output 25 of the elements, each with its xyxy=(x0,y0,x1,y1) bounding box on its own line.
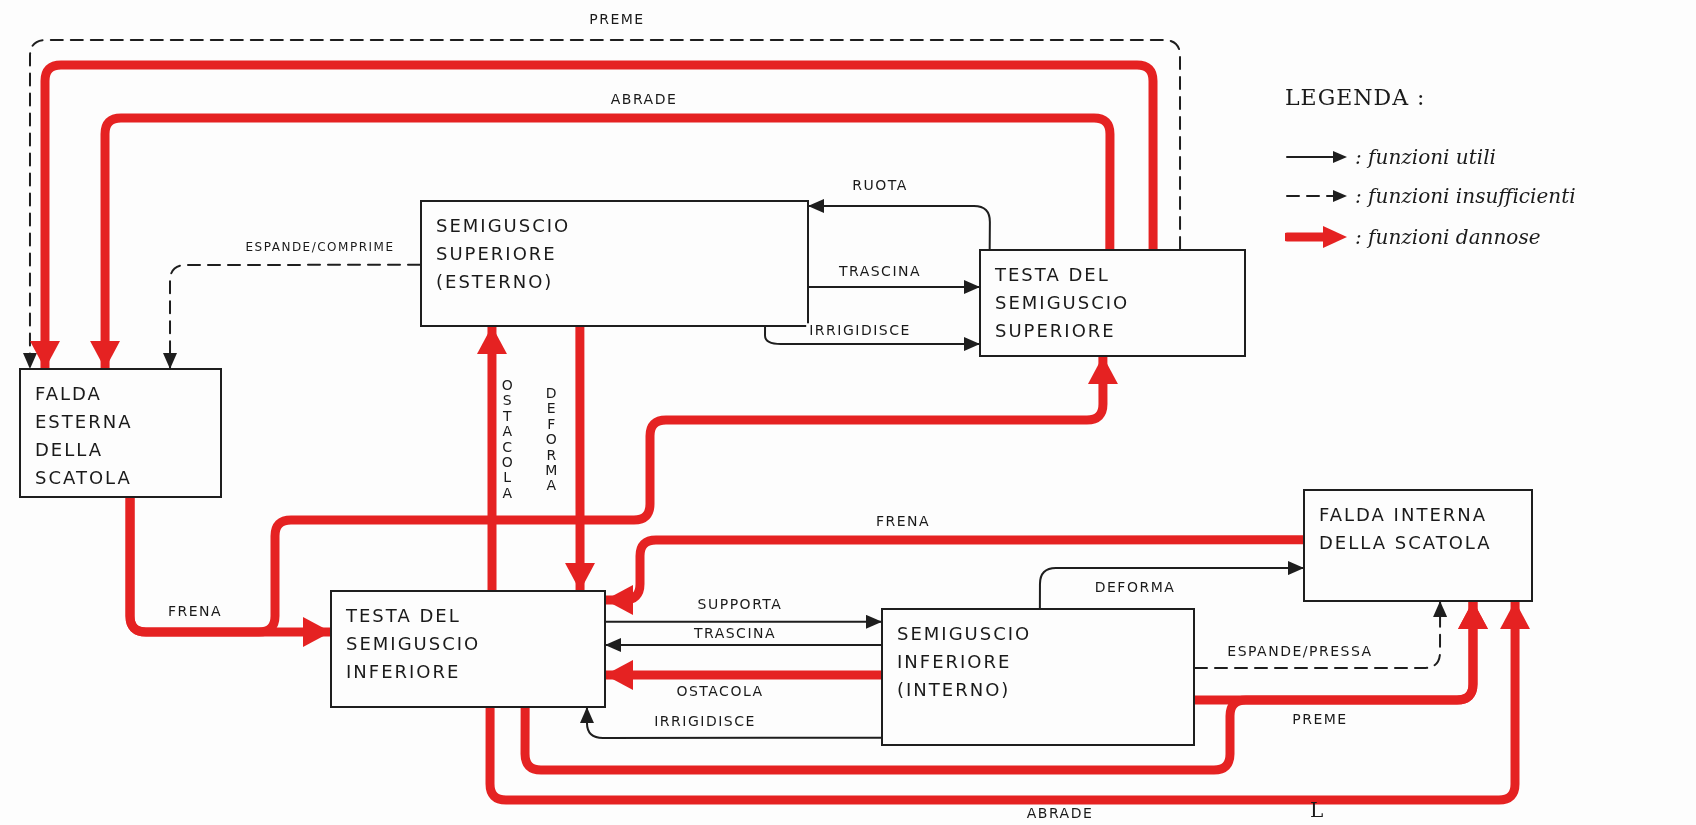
arrow xyxy=(580,707,882,739)
legend-text: : funzioni insufficienti xyxy=(1355,184,1576,208)
component-name: TESTA DEL SEMIGUSCIO INFERIORE xyxy=(346,604,482,684)
component-box xyxy=(881,608,1195,746)
component-box xyxy=(19,368,222,498)
component-box xyxy=(979,249,1246,357)
arrow xyxy=(1038,561,1304,609)
component-box xyxy=(1303,489,1533,602)
component-name: TESTA DEL SEMIGUSCIO SUPERIORE xyxy=(995,263,1131,343)
dashed-arrow xyxy=(1194,601,1448,670)
component-name: SEMIGUSCIO SUPERIORE (ESTERNO) xyxy=(436,214,572,294)
legend-text: : funzioni utili xyxy=(1355,145,1496,169)
arrow xyxy=(605,638,882,652)
legend-title: LEGENDA : xyxy=(1285,85,1426,110)
note-mark: L xyxy=(1310,798,1325,822)
arrow xyxy=(605,614,882,629)
arrow xyxy=(808,198,991,250)
component-box xyxy=(330,590,606,708)
component-name: FALDA INTERNA DELLA SCATOLA xyxy=(1319,503,1493,555)
dashed-arrow xyxy=(163,263,421,369)
arrow xyxy=(808,280,980,294)
component-box xyxy=(420,200,809,327)
legend-text: : funzioni dannose xyxy=(1355,225,1541,249)
component-name: FALDA ESTERNA DELLA SCATOLA xyxy=(35,382,134,490)
component-name: SEMIGUSCIO INFERIORE (INTERNO) xyxy=(897,622,1033,702)
